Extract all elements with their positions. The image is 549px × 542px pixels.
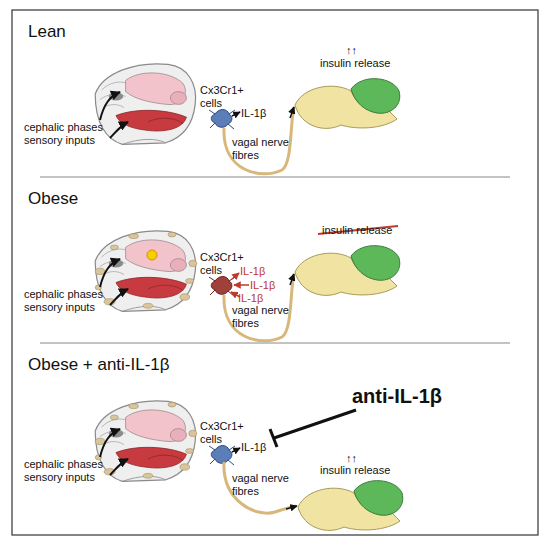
fat-deposits [95,402,197,478]
input-arrow [110,289,128,305]
release-arrow [232,273,239,279]
increase-arrows: ↑↑ [346,452,357,465]
frame [12,10,538,535]
nerve-label: vagal nerve fibres [232,136,294,162]
cytokine-label: IL-1β [240,265,265,278]
head-section [95,64,195,145]
output-label: insulin release [320,57,390,70]
input-arrow [110,459,128,475]
panel-band: Lean [12,10,538,177]
microglia-cell [209,110,235,130]
microglia-cell [209,446,235,466]
panel-title: Lean [28,22,66,41]
panel-band: Obese [12,177,538,343]
pancreas [295,79,400,129]
input-arrow [110,122,128,138]
nerve-arrow [290,107,294,118]
input-arrow [100,429,120,457]
vagal-nerve [224,107,294,174]
nerve-arrow [290,274,294,285]
panel-title: Obese + anti-IL-1β [28,355,170,374]
sensory-input-label: cephalic phases sensory inputs [24,458,114,484]
divider [40,177,510,178]
inflamed-spot [147,250,157,260]
activated-cell [209,277,235,297]
nerve-arrow [286,506,297,509]
nerve-label: vagal nerve fibres [232,304,294,330]
cytokine-label: IL-1β [241,107,266,120]
panel-title: Obese [28,189,78,208]
output-label: insulin release [320,464,390,477]
cytokine-label: IL-1β [241,441,266,454]
cell-label: Cx3Cr1+ cells [200,84,252,110]
fat-deposits [95,232,197,308]
pancreas [295,246,400,296]
divider [40,343,510,344]
feedback-arrow [234,284,249,286]
vagal-nerve [224,274,294,341]
nerve-label: vagal nerve fibres [232,472,294,498]
inhibitor-label: anti-IL-1β [352,385,442,408]
pancreas [298,481,403,531]
vagal-nerve [224,462,296,513]
inhibition-line [274,410,356,438]
panel-band: Obese + anti-IL-1β [12,343,538,535]
input-arrow [100,92,120,120]
input-arrow [100,259,120,287]
release-arrow [232,448,240,452]
sensory-input-label: cephalic phases sensory inputs [24,288,114,314]
cytokine-label: IL-1β [250,279,275,292]
release-arrow [232,112,240,116]
output-label: insulin release [322,224,392,237]
inhibition-bar [270,429,277,447]
increase-arrows: ↑↑ [346,44,357,57]
cytokine-label: IL-1β [238,292,263,305]
sensory-input-label: cephalic phases sensory inputs [24,121,114,147]
